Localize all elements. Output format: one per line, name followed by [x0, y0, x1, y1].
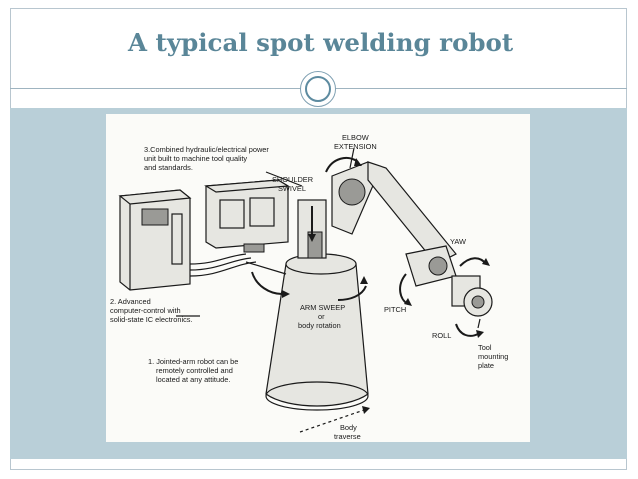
bottom-band — [10, 447, 627, 459]
note1-line3: located at any attitude. — [156, 375, 230, 384]
circle-ornament-inner — [305, 76, 331, 102]
elbow-line2: EXTENSION — [334, 142, 377, 151]
note1-line2: remotely controlled and — [156, 366, 233, 375]
leader-lines — [176, 147, 481, 329]
control-cabinet — [118, 189, 192, 291]
elbow-line1: ELBOW — [342, 133, 369, 142]
cables — [189, 253, 257, 277]
slide-title: A typical spot welding robot — [128, 28, 514, 57]
body-line1: Body — [340, 423, 357, 432]
note3-line1: 3.Combined hydraulic/electrical power — [144, 145, 269, 154]
power-unit — [204, 179, 290, 253]
note1-line1: 1. Jointed-arm robot can be — [148, 357, 238, 366]
armsweep-line1: ARM SWEEP — [300, 303, 345, 312]
armsweep-line2: or — [318, 312, 325, 321]
shoulder-line1: SHOULDER — [272, 175, 313, 184]
note2-line2: computer-control with — [110, 306, 181, 315]
body-line2: traverse — [334, 432, 361, 441]
robot-diagram-drawing: 3.Combined hydraulic/electrical power un… — [110, 133, 508, 441]
pitch-label: PITCH — [384, 305, 406, 314]
robot-arm — [331, 161, 457, 287]
robot-wrist — [451, 275, 493, 317]
note2-line3: solid-state IC electronics. — [110, 315, 193, 324]
motion-arrows — [251, 156, 490, 433]
robot-base — [245, 253, 369, 411]
robot-diagram: 3.Combined hydraulic/electrical power un… — [106, 114, 530, 442]
shoulder-line2: SWIVEL — [278, 184, 306, 193]
note3-line3: and standards. — [144, 163, 193, 172]
roll-label: ROLL — [432, 331, 451, 340]
note2-line1: 2. Advanced — [110, 297, 151, 306]
note3-line2: unit built to machine tool quality — [144, 154, 247, 163]
circle-ornament-icon — [300, 71, 336, 107]
armsweep-line3: body rotation — [298, 321, 341, 330]
tool-line3: plate — [478, 361, 494, 370]
tool-line1: Tool — [478, 343, 492, 352]
yaw-label: YAW — [450, 237, 466, 246]
tool-line2: mounting — [478, 352, 508, 361]
